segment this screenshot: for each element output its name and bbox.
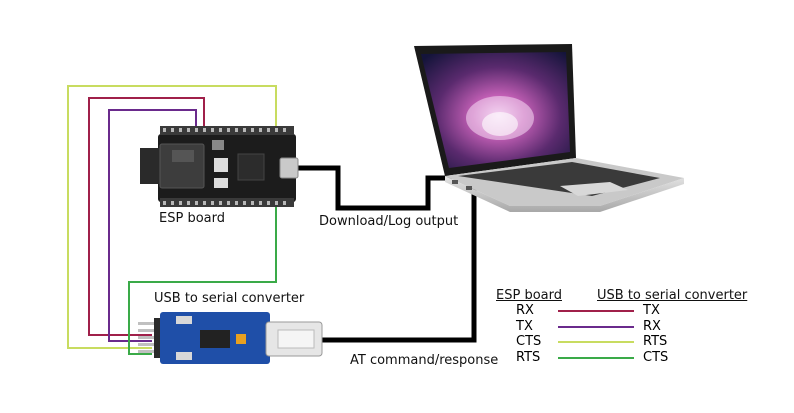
legend-row: RX TX: [496, 303, 786, 319]
legend-wire-swatch: [558, 310, 634, 312]
legend-row: CTS RTS: [496, 334, 786, 350]
usb-serial-converter: [138, 312, 323, 364]
legend-header-usb: USB to serial converter: [597, 288, 748, 303]
at-command-label: AT command/response: [350, 353, 499, 368]
legend-wire-swatch: [558, 357, 634, 359]
usb-serial-label: USB to serial converter: [154, 291, 305, 306]
download-cable: [298, 165, 452, 211]
esp-board: [140, 126, 299, 207]
rts-wire: [128, 200, 277, 355]
legend-wire-swatch: [558, 341, 634, 343]
legend-esp-signal: RTS: [516, 350, 541, 365]
legend-row: RTS CTS: [496, 350, 786, 366]
legend-header-esp: ESP board: [496, 288, 562, 303]
legend-wire-swatch: [558, 326, 634, 328]
esp-board-label: ESP board: [159, 211, 225, 226]
legend-esp-signal: RX: [516, 303, 534, 318]
legend-esp-signal: CTS: [516, 334, 542, 349]
at-command-cable: [322, 188, 477, 343]
legend-row: TX RX: [496, 319, 786, 335]
esp-usb-port: [279, 157, 299, 179]
cts-wire: [67, 85, 277, 349]
legend-usb-signal: RTS: [643, 334, 668, 349]
tx-wire: [108, 109, 197, 342]
legend-esp-signal: TX: [516, 319, 533, 334]
legend-usb-signal: RX: [643, 319, 661, 334]
legend-usb-signal: CTS: [643, 350, 669, 365]
download-log-label: Download/Log output: [319, 214, 459, 229]
legend-usb-signal: TX: [643, 303, 660, 318]
laptop: [414, 44, 684, 212]
